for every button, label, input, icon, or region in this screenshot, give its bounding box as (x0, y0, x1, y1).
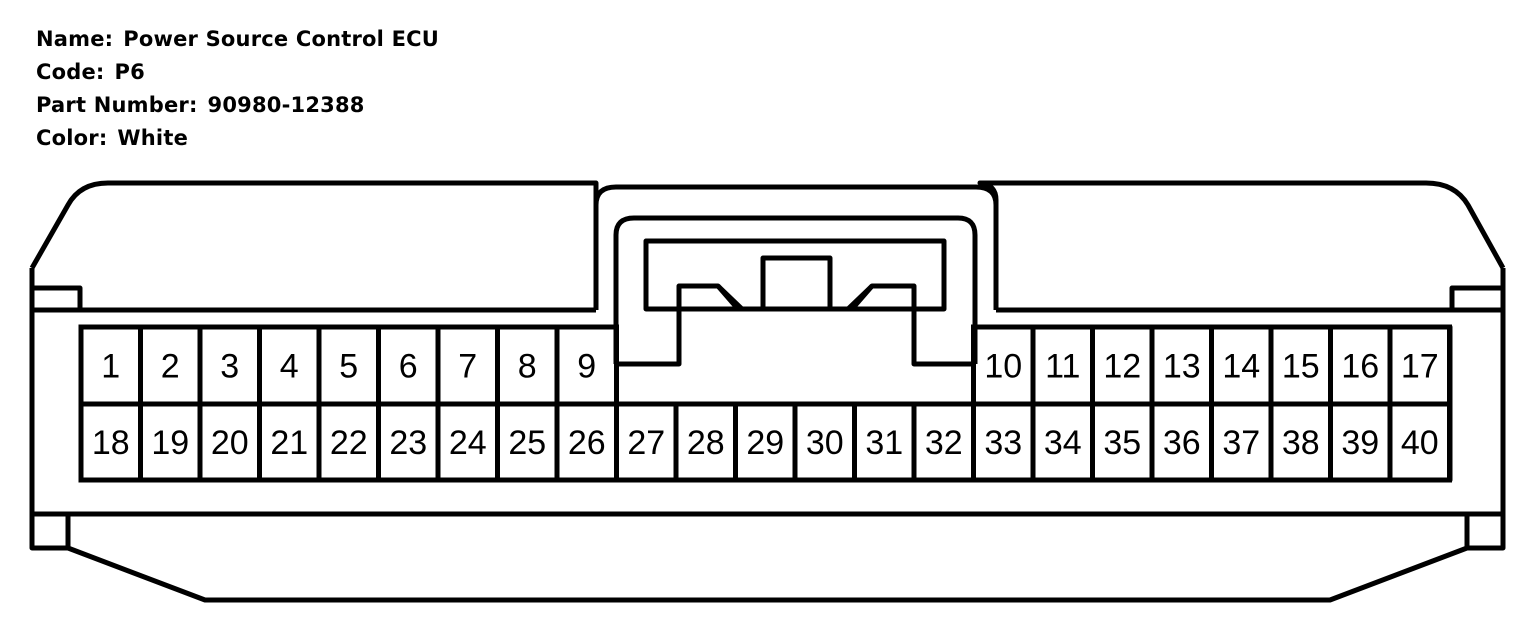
pin-label-6: 6 (399, 348, 418, 386)
latch-window (643, 238, 947, 312)
pin-label-12: 12 (1103, 348, 1141, 386)
pin-label-4: 4 (280, 348, 299, 386)
pin-label-40: 40 (1401, 424, 1439, 462)
pin-label-1: 1 (101, 348, 120, 386)
latch-key (760, 255, 833, 312)
right-ear-top (1449, 285, 1506, 313)
pin-label-23: 23 (389, 424, 427, 462)
pin-label-20: 20 (211, 424, 249, 462)
part-number-row: Part Number: 90980-12388 (36, 92, 439, 125)
pin-label-14: 14 (1222, 348, 1260, 386)
right-ear-bottom (1464, 511, 1506, 551)
pin-cavity-40 (1387, 401, 1452, 483)
latch-left-slope (716, 284, 744, 311)
pin-label-29: 29 (746, 424, 784, 462)
connector-housing (29, 180, 1506, 603)
pin-label-9: 9 (577, 348, 596, 386)
pin-label-34: 34 (1044, 424, 1082, 462)
left-ear-bottom (29, 511, 71, 551)
part-number-label: Part Number: (36, 93, 198, 117)
pin-label-5: 5 (339, 348, 358, 386)
latch-inner (613, 215, 978, 364)
pin-label-2: 2 (161, 348, 180, 386)
pin-label-39: 39 (1341, 424, 1379, 462)
pin-label-10: 10 (984, 348, 1022, 386)
pin-label-25: 25 (508, 424, 546, 462)
pin-label-38: 38 (1282, 424, 1320, 462)
pin-label-28: 28 (687, 424, 725, 462)
latch-right-slope (846, 284, 874, 311)
latch-left-wing (616, 283, 763, 367)
pin-label-27: 27 (627, 424, 665, 462)
pin-label-33: 33 (984, 424, 1022, 462)
pin-label-37: 37 (1222, 424, 1260, 462)
pin-label-7: 7 (458, 348, 477, 386)
name-value: Power Source Control ECU (123, 27, 440, 51)
color-label: Color: (36, 126, 108, 150)
pin-label-3: 3 (220, 348, 239, 386)
pin-label-8: 8 (518, 348, 537, 386)
pin-label-24: 24 (449, 424, 487, 462)
latch-outer (593, 184, 999, 310)
code-value: P6 (114, 60, 145, 84)
name-row: Name: Power Source Control ECU (36, 26, 439, 59)
pin-label-30: 30 (806, 424, 844, 462)
pin-label-35: 35 (1103, 424, 1141, 462)
housing-outline (29, 180, 599, 310)
pin-label-31: 31 (865, 424, 903, 462)
pin-label-16: 16 (1341, 348, 1379, 386)
pin-label-26: 26 (568, 424, 606, 462)
pin-label-15: 15 (1282, 348, 1320, 386)
color-row: Color: White (36, 125, 439, 158)
pin-label-18: 18 (92, 424, 130, 462)
pin-label-19: 19 (151, 424, 189, 462)
pin-label-13: 13 (1163, 348, 1201, 386)
pin-label-36: 36 (1163, 424, 1201, 462)
latch-right-wing (830, 283, 975, 367)
pin-label-32: 32 (925, 424, 963, 462)
pin-label-22: 22 (330, 424, 368, 462)
pin-label-21: 21 (270, 424, 308, 462)
name-label: Name: (36, 27, 114, 51)
connector-info: Name: Power Source Control ECU Code: P6 Pa… (36, 26, 439, 158)
left-ear-top (29, 285, 83, 313)
color-value: White (117, 126, 189, 150)
part-number-value: 90980-12388 (207, 93, 365, 117)
code-row: Code: P6 (36, 59, 439, 92)
code-label: Code: (36, 60, 105, 84)
housing-outline-right (977, 180, 1506, 310)
pin-label-11: 11 (1045, 348, 1080, 386)
pin-label-17: 17 (1401, 348, 1439, 386)
bottom-taper (32, 545, 1503, 603)
